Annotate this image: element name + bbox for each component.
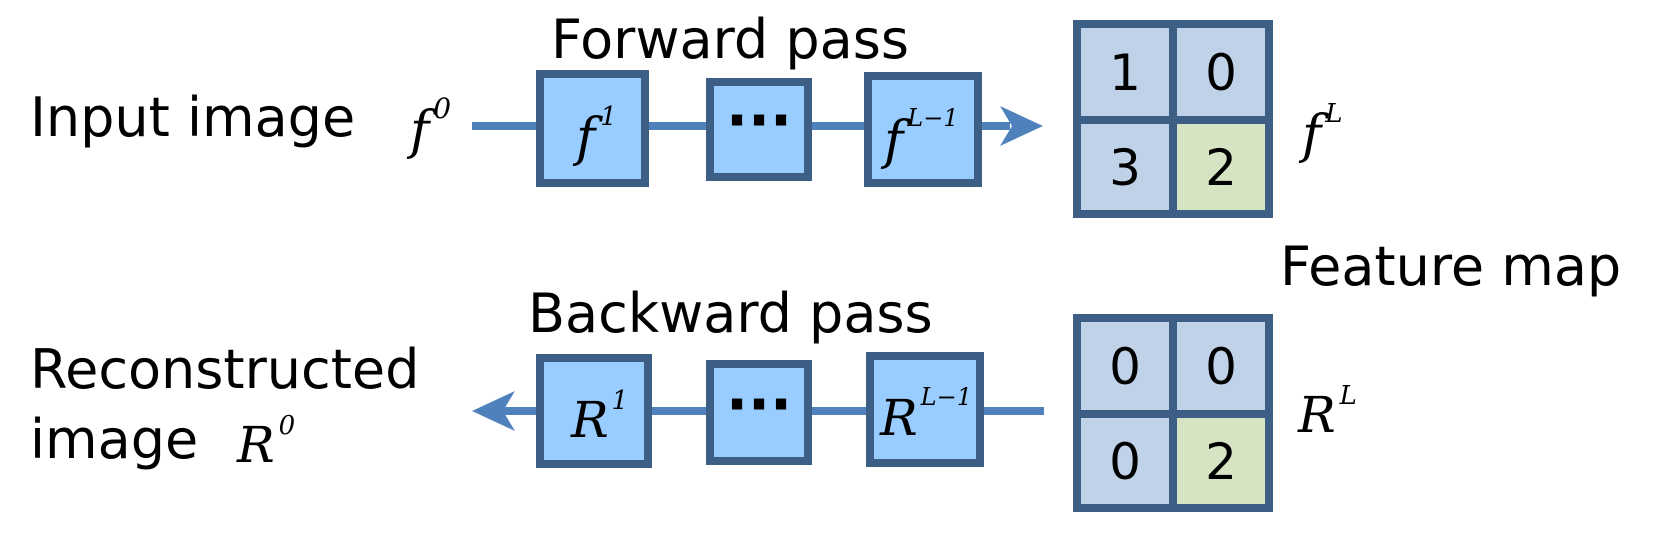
- backward-grid-value-3: 2: [1205, 433, 1237, 491]
- forward-grid-cell-0: [1077, 24, 1173, 120]
- reconstructed-label-line2: image: [30, 408, 198, 471]
- forward-pass-title: Forward pass: [551, 8, 909, 71]
- forward-grid-value-3: 2: [1205, 139, 1237, 197]
- backward-grid-value-0: 0: [1109, 338, 1141, 396]
- forward-grid-cell-2: [1077, 120, 1173, 214]
- forward-layer-box-1: [536, 70, 649, 187]
- forward-grid-value-0: 1: [1109, 44, 1141, 102]
- forward-layer-box-3: [864, 72, 982, 187]
- reconstructed-label-line1: Reconstructed: [30, 338, 419, 401]
- feature-map-label: Feature map: [1280, 235, 1621, 298]
- backward-grid-value-1: 0: [1205, 338, 1237, 396]
- backward-arrow-head: [472, 391, 515, 431]
- forward-dots-label: ···: [726, 86, 792, 154]
- forward-grid-cell-1: [1173, 24, 1269, 120]
- backward-grid-cell-0: [1077, 318, 1173, 414]
- forward-arrow-head: [1000, 106, 1043, 146]
- backward-grid-cell-1: [1173, 318, 1269, 414]
- backward-pass-title: Backward pass: [528, 282, 933, 345]
- backward-dots-label: ···: [726, 370, 792, 438]
- backward-layer-box-dots: [706, 360, 812, 465]
- forward-layer-box-dots: [706, 78, 812, 181]
- backward-layer-box-1: [536, 354, 652, 468]
- backward-layer-box-3: [866, 352, 984, 467]
- backward-grid-value-2: 0: [1109, 433, 1141, 491]
- forward-grid-cell-3: [1173, 120, 1269, 214]
- forward-grid-value-2: 3: [1109, 139, 1141, 197]
- forward-grid-value-1: 0: [1205, 44, 1237, 102]
- backward-grid-cell-2: [1077, 414, 1173, 508]
- input-image-label: Input image: [30, 86, 355, 149]
- backward-grid-cell-3: [1173, 414, 1269, 508]
